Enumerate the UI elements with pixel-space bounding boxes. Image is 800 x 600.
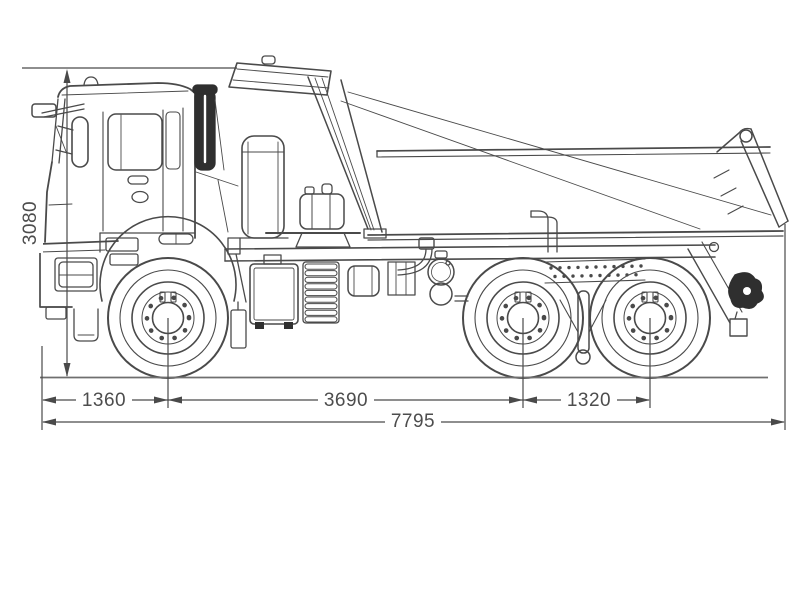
bed-canopy — [228, 55, 332, 96]
door-window — [107, 113, 163, 171]
vertical-duct — [530, 210, 558, 253]
wiper — [55, 125, 68, 155]
overall-length-label: 7795 — [391, 411, 435, 432]
bed-side-wall — [340, 91, 772, 230]
battery-box — [249, 254, 299, 329]
oil-tank-box — [265, 183, 361, 248]
bed-floor — [367, 230, 784, 241]
truck-drawing — [31, 55, 789, 379]
rivet-plate — [544, 258, 646, 284]
dimension-height: 3080 — [20, 69, 71, 377]
bed-front-wall — [307, 76, 387, 239]
exhaust-pipe — [397, 237, 435, 276]
dimension-overall-length: 7795 — [42, 411, 785, 432]
cab-step-upper — [105, 237, 139, 252]
cab — [39, 76, 247, 349]
dimension-row-axles: 1360 3690 1320 — [42, 390, 650, 411]
wide-angle-mirror — [31, 103, 57, 118]
door-handle — [127, 175, 149, 185]
dimensioning: 3080 1360 3690 1320 7795 — [20, 67, 786, 432]
air-intake-stack — [192, 84, 239, 233]
door-seams — [102, 107, 184, 232]
ribbed-tank — [302, 261, 340, 324]
bumper-step — [73, 308, 99, 342]
mirrors — [31, 103, 89, 168]
air-tanks — [427, 250, 455, 306]
main-mirror — [71, 116, 89, 168]
headlight — [58, 261, 94, 288]
front-fender-arch — [99, 215, 237, 302]
tailgate — [713, 127, 789, 228]
hoist-cylinder — [239, 135, 289, 239]
chassis-frame — [224, 237, 716, 303]
dump-bed — [228, 55, 789, 337]
height-label: 3080 — [20, 201, 41, 245]
wheelbase-label: 3690 — [324, 390, 368, 411]
cab-outline — [57, 82, 196, 239]
bogie-spacing-label: 1320 — [567, 390, 611, 411]
tow-hook — [728, 272, 764, 309]
muffler — [347, 261, 416, 297]
front-overhang-label: 1360 — [82, 390, 126, 411]
front-mudflap — [230, 309, 247, 349]
quarter-glass — [165, 111, 181, 170]
door-logo — [131, 190, 149, 204]
cab-step-lower — [109, 253, 139, 266]
front-bumper — [39, 240, 119, 342]
roof-beacon — [83, 76, 99, 86]
